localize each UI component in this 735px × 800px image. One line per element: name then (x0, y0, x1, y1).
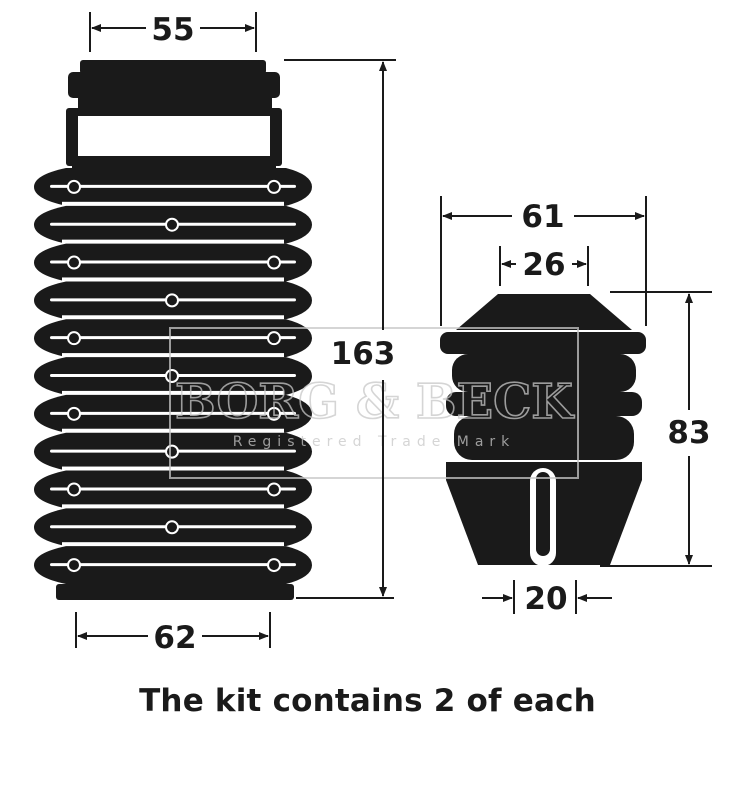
boot-bottom-diameter-dimension: 62 (75, 612, 271, 656)
bump-stop-top-diameter-label: 26 (522, 247, 565, 283)
dust-boot-drawing (34, 60, 312, 600)
watermark-brand: BORG & BECK (175, 374, 575, 430)
bump-stop-slot-label: 20 (524, 581, 567, 617)
kit-caption: The kit contains 2 of each (139, 683, 596, 719)
boot-top-diameter-dimension: 55 (89, 12, 257, 52)
bump-stop-slot-dimension: 20 (482, 580, 612, 617)
bump-stop-outer-diameter-dimension: 61 (440, 196, 647, 326)
boot-top-diameter-label: 55 (151, 12, 194, 48)
bump-stop-top-diameter-dimension: 26 (499, 246, 589, 286)
watermark-subtitle: Registered Trade Mark (233, 434, 516, 450)
boot-bottom-diameter-label: 62 (153, 620, 196, 656)
bump-stop-drawing (440, 294, 646, 566)
boot-length-dimension: 163 (284, 59, 396, 599)
bump-stop-height-label: 83 (667, 415, 710, 451)
watermark: BORG & BECK Registered Trade Mark (169, 327, 579, 479)
boot-length-label: 163 (331, 336, 396, 372)
bump-stop-height-dimension: 83 (600, 291, 712, 567)
bump-stop-outer-diameter-label: 61 (521, 199, 564, 235)
